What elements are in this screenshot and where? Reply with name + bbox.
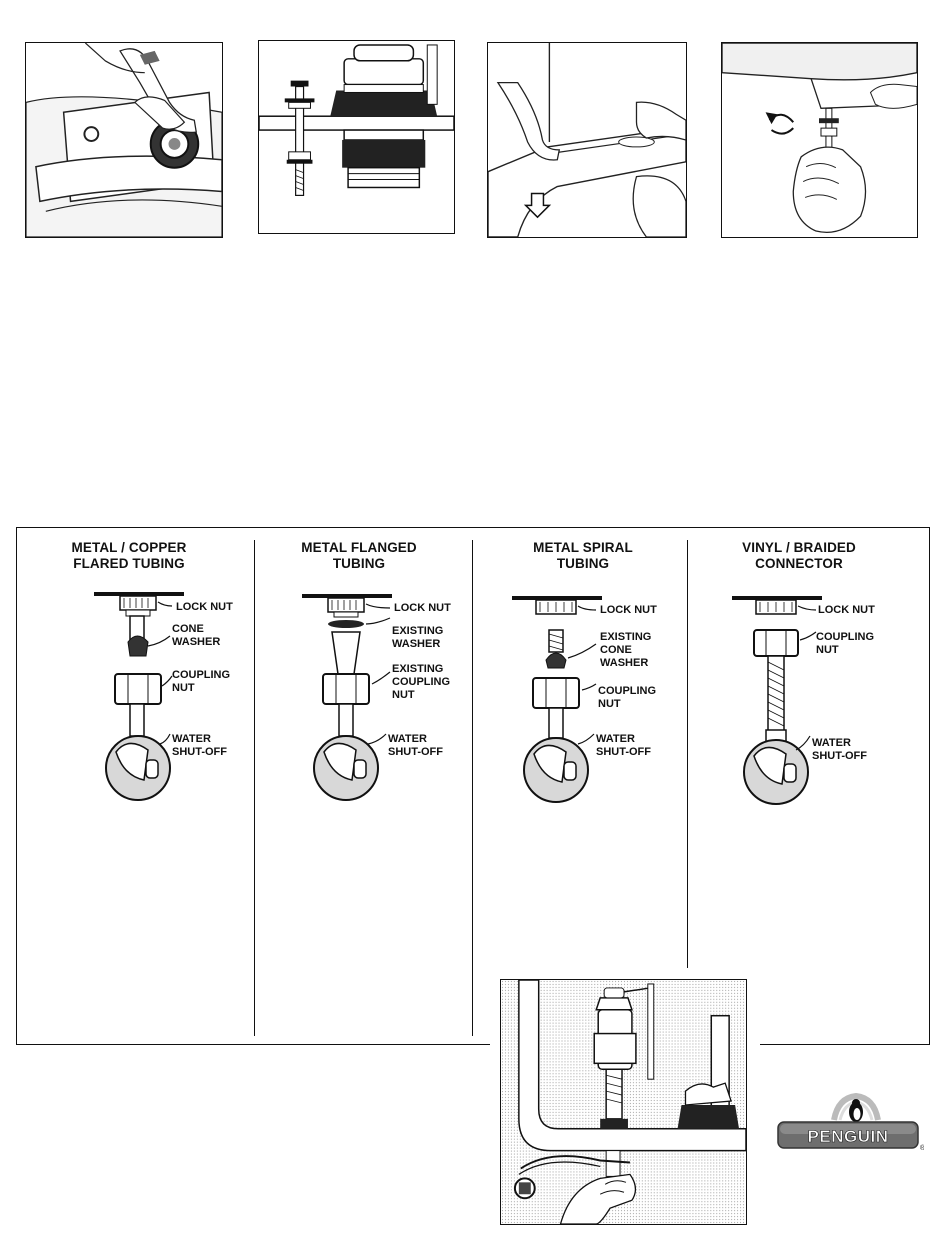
penguin-icon (834, 1096, 878, 1122)
column-title: METAL / COPPER FLARED TUBING (20, 540, 238, 572)
rotate-arrow-icon (766, 112, 794, 133)
label-lock-nut: LOCK NUT (394, 602, 451, 614)
brand-name: PENGUIN (808, 1127, 889, 1146)
registered-mark: ® (920, 1144, 924, 1152)
figure-fill-valve-installed (500, 979, 747, 1225)
figure-tank-bolt-assembly (258, 40, 455, 234)
column-title: VINYL / BRAIDED CONNECTOR (690, 540, 908, 572)
figure-lower-tank (487, 42, 687, 238)
column-vinyl-braided: VINYL / BRAIDED CONNECTOR LOCK NUT COUPL… (690, 540, 908, 820)
label-lock-nut: LOCK NUT (818, 604, 875, 616)
figure-remove-flush-valve (25, 42, 223, 238)
label-lock-nut: LOCK NUT (176, 601, 233, 613)
label-lock-nut: LOCK NUT (600, 604, 657, 616)
penguin-logo: PENGUIN ® (776, 1090, 924, 1154)
column-title: METAL FLANGED TUBING (250, 540, 468, 572)
column-title: METAL SPIRAL TUBING (474, 540, 692, 572)
figure-tighten-nut (721, 42, 918, 238)
column-metal-copper-flared: METAL / COPPER FLARED TUBING LOCK NUT CO… (20, 540, 238, 820)
column-divider (472, 540, 473, 1036)
